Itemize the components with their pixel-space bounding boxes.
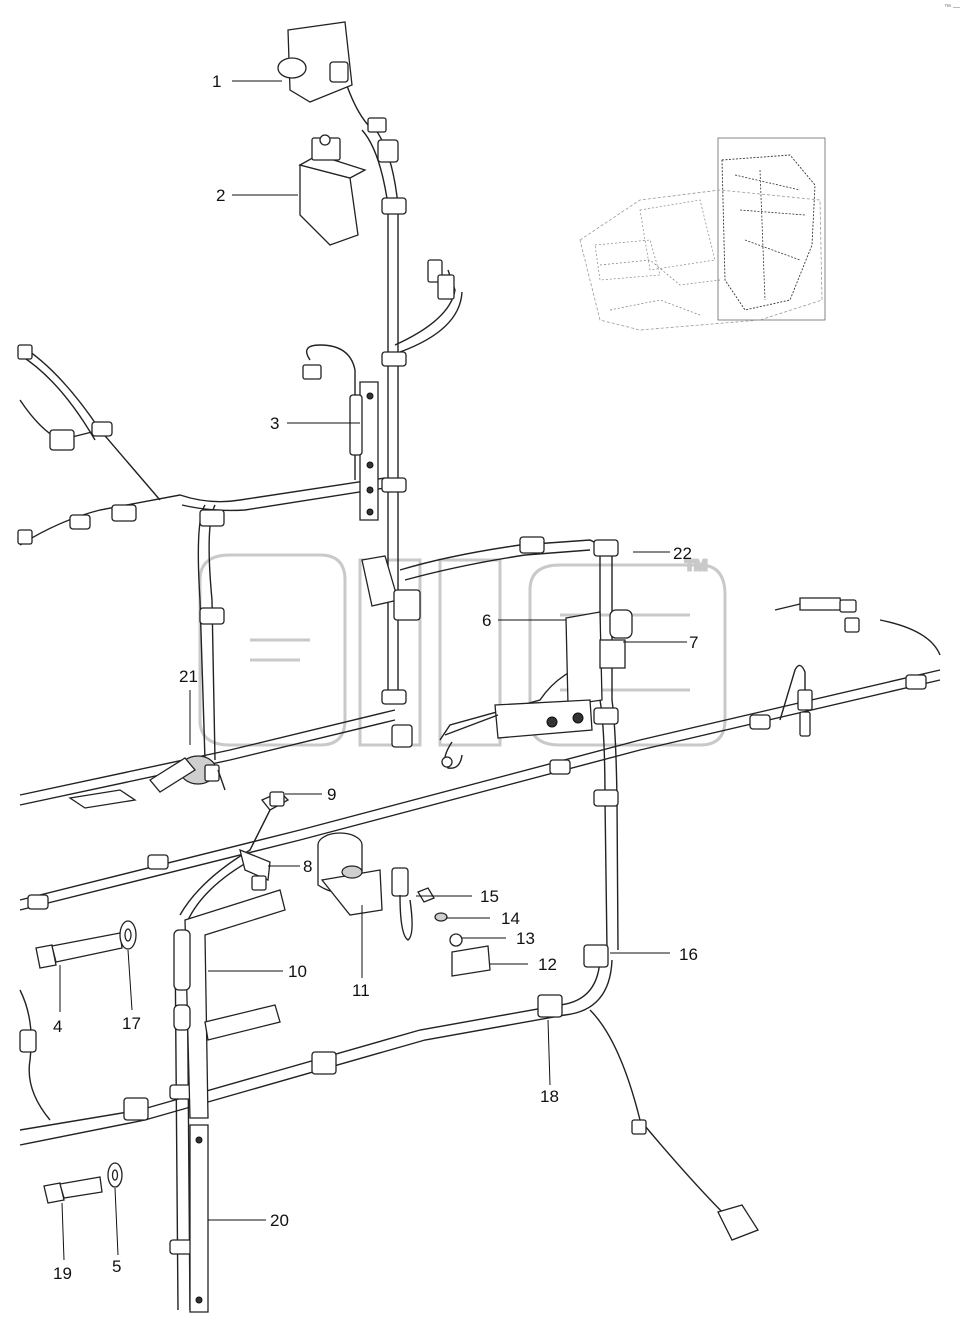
callout-labels: 1 2 3 4 5 6 7 8 9 10 11 12 13 14 15 16 1… — [53, 72, 698, 1283]
top-connector — [427, 259, 455, 300]
bottom-connector — [631, 1119, 759, 1241]
watermark-logo-icon: ™ — [198, 553, 727, 747]
watermark-trademark: ™ — [683, 554, 709, 584]
part-19-bolt — [43, 1176, 103, 1204]
part-5-washer — [107, 1162, 123, 1188]
part-2-work-lamp — [298, 134, 367, 246]
callout-1: 1 — [212, 72, 221, 91]
callout-7: 7 — [689, 633, 698, 652]
callout-8: 8 — [303, 857, 312, 876]
callout-15: 15 — [480, 887, 499, 906]
part-11-buzzer — [317, 832, 383, 916]
part-4-bolt — [35, 932, 123, 969]
callout-2: 2 — [216, 186, 225, 205]
callout-22: 22 — [673, 544, 692, 563]
callout-18: 18 — [540, 1087, 559, 1106]
corner-code: ™ — — [944, 4, 960, 11]
clamps — [27, 197, 927, 1255]
callout-6: 6 — [482, 611, 491, 630]
callout-5: 5 — [112, 1257, 121, 1276]
part-8-clip — [239, 848, 271, 891]
callout-4: 4 — [53, 1017, 62, 1036]
part-1-lamp-housing — [277, 21, 399, 163]
callout-16: 16 — [679, 945, 698, 964]
callout-19: 19 — [53, 1264, 72, 1283]
callout-3: 3 — [270, 414, 279, 433]
right-sensors — [774, 597, 860, 737]
part-6-bracket — [441, 609, 633, 769]
callout-11: 11 — [352, 981, 370, 1000]
part-17-washer — [119, 920, 137, 950]
small-hardware — [391, 867, 491, 977]
part-3-bracket — [302, 364, 379, 521]
part-21-sensor — [68, 755, 226, 809]
part-9-connector — [260, 791, 290, 811]
left-partial-parts — [17, 344, 137, 1053]
callout-10: 10 — [288, 962, 307, 981]
callout-14: 14 — [501, 909, 520, 928]
callout-9: 9 — [327, 785, 336, 804]
callout-17: 17 — [122, 1014, 141, 1033]
part-20-bracket — [189, 1124, 209, 1313]
machine-overview-icon — [579, 137, 826, 331]
leader-lines — [59, 80, 687, 1261]
part-10-bracket — [173, 889, 286, 1119]
callout-20: 20 — [270, 1211, 289, 1230]
callout-13: 13 — [516, 929, 535, 948]
callout-21: 21 — [179, 667, 198, 686]
callout-12: 12 — [538, 955, 557, 974]
relay-block — [361, 555, 421, 748]
